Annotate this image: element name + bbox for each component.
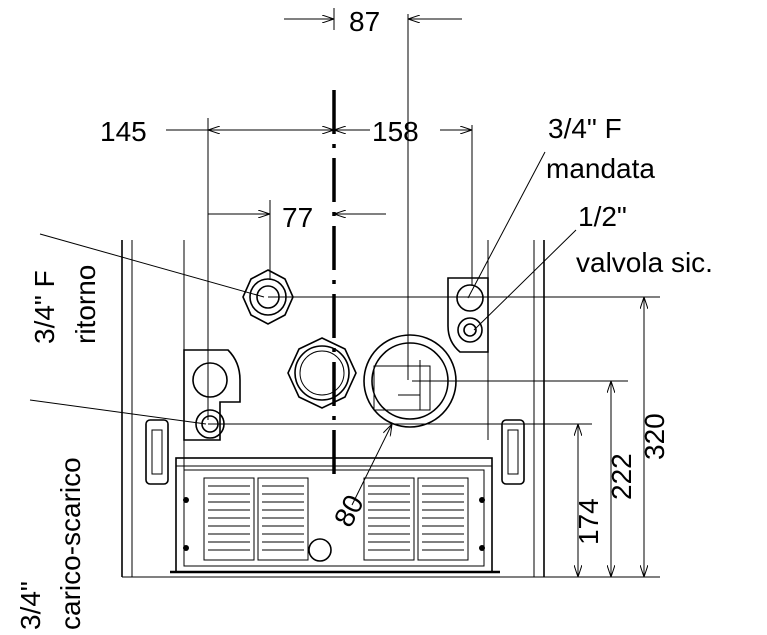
- mandata-fitting: [447, 277, 489, 353]
- ritorno-label: ritorno: [70, 265, 101, 344]
- valvola-label: valvola sic.: [576, 247, 713, 278]
- dim-222: 222: [606, 453, 637, 500]
- right-bracket: [501, 419, 525, 485]
- dim-77: 77: [282, 202, 313, 233]
- dimension-lines: [166, 8, 660, 578]
- dim-158: 158: [372, 116, 419, 147]
- screw: [183, 545, 189, 551]
- dim-320: 320: [639, 413, 670, 460]
- carico-label: carico-scarico: [55, 457, 86, 630]
- screw: [183, 497, 189, 503]
- screw: [479, 497, 485, 503]
- drain-hole: [308, 538, 332, 562]
- mandata-size-label: 3/4" F: [548, 113, 622, 144]
- left-bracket: [145, 419, 169, 485]
- vent-grille-left: [203, 477, 309, 561]
- dim-145: 145: [100, 116, 147, 147]
- center-fitting: [287, 337, 357, 409]
- carico-scarico-fitting: [183, 349, 241, 441]
- mandata-label: mandata: [546, 153, 655, 184]
- vent-panel: [175, 457, 493, 573]
- dim-87: 87: [349, 6, 380, 37]
- dim-174: 174: [573, 498, 604, 545]
- screw: [479, 545, 485, 551]
- callout-leaders: [29, 151, 577, 425]
- valvola-size-label: 1/2": [578, 201, 627, 232]
- carico-size-label: 3/4": [15, 581, 46, 630]
- vent-grille-right: [363, 477, 469, 561]
- ritorno-size-label: 3/4" F: [29, 270, 60, 344]
